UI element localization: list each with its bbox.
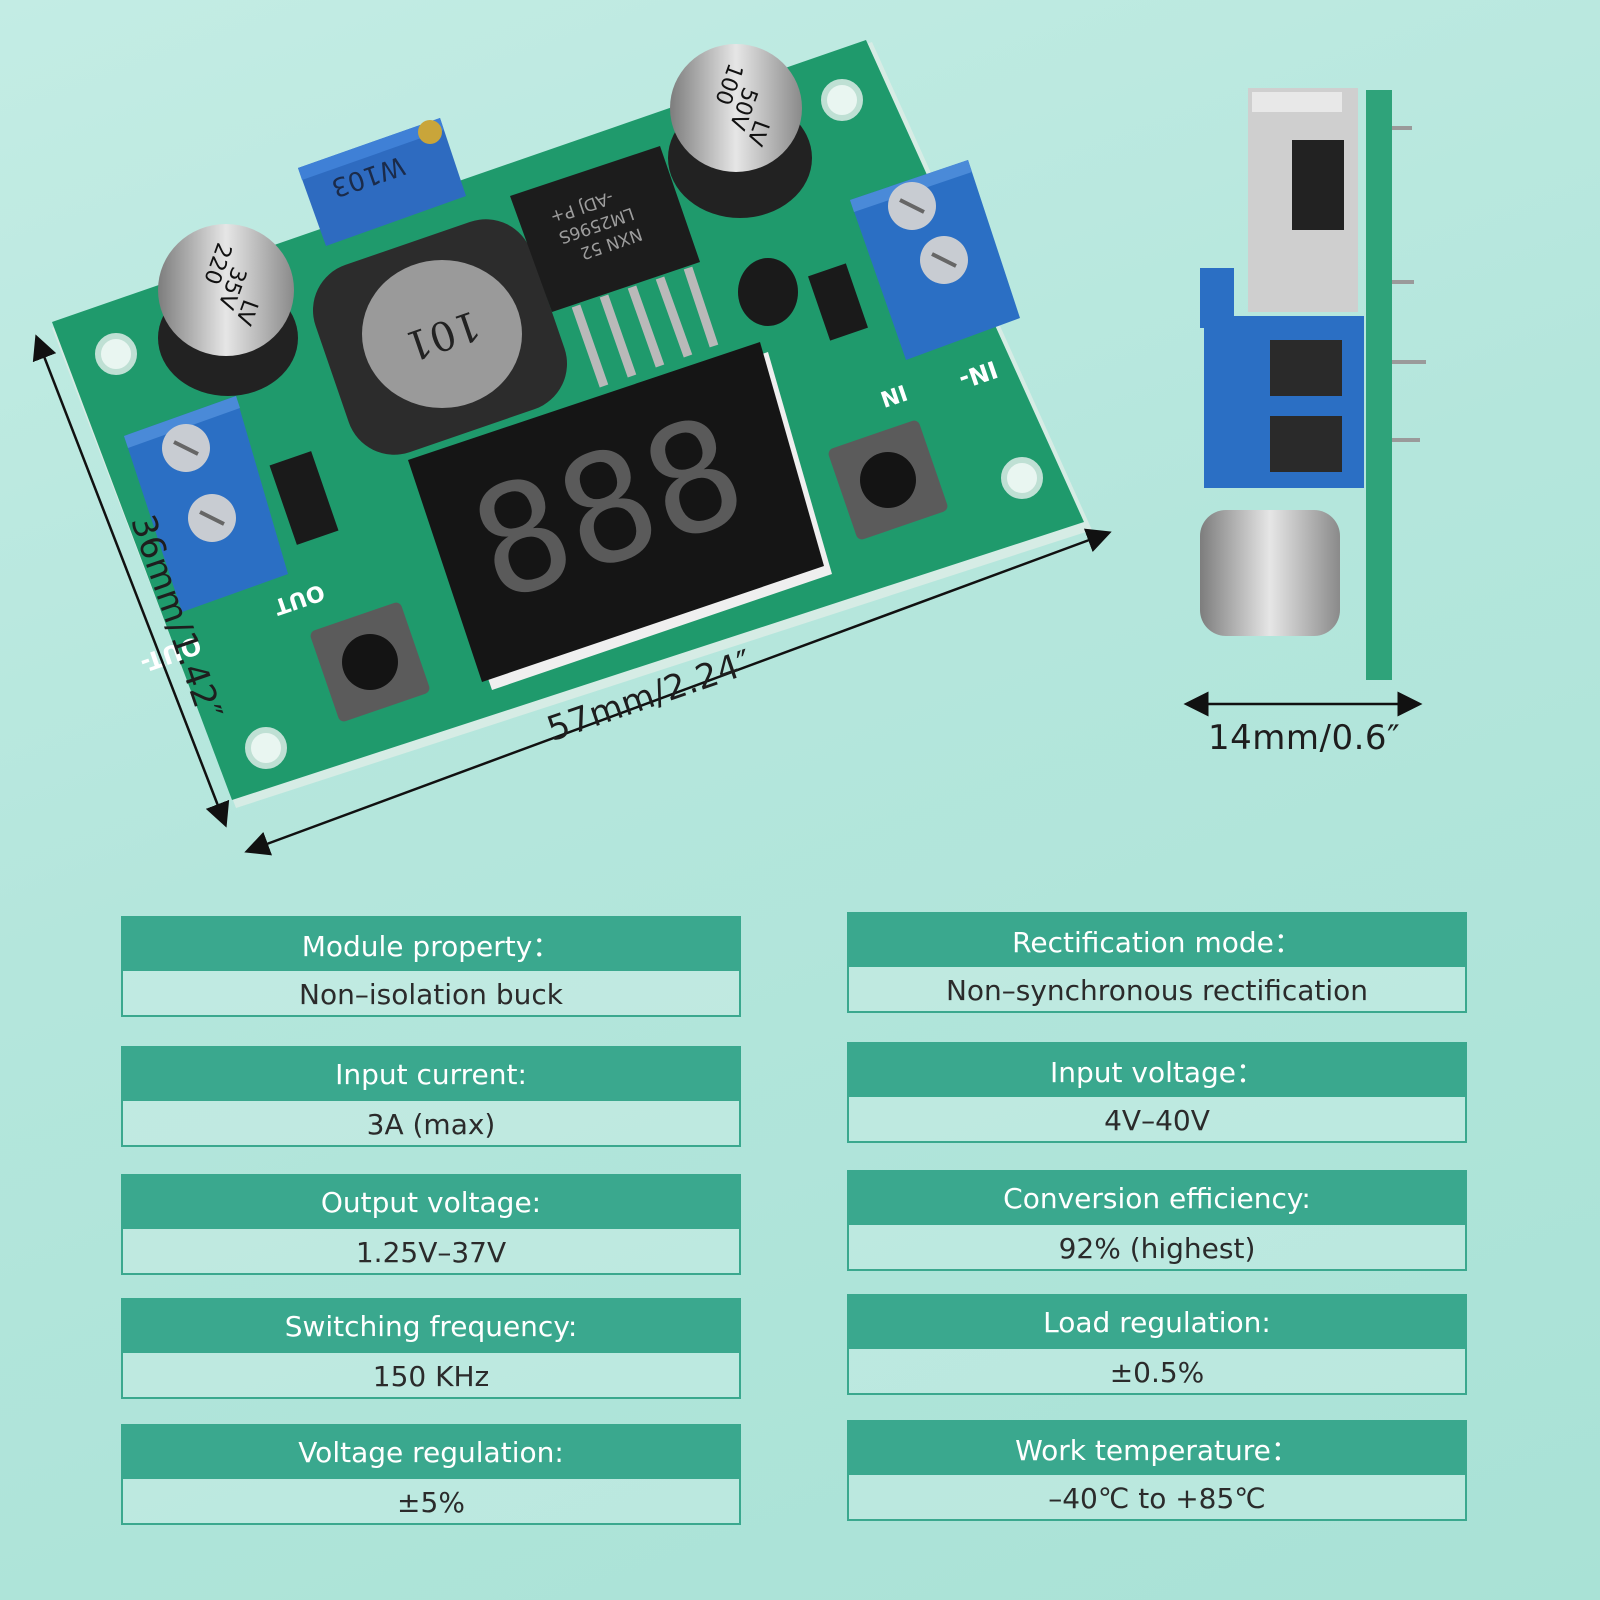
capacitor-left: LV 35V 220 xyxy=(158,224,298,396)
mount-hole xyxy=(821,79,863,121)
potentiometer: W103 xyxy=(298,118,466,246)
regulator-chip: NXN 52 LM2596S -ADJ P+ xyxy=(510,146,719,388)
spec-rectification-mode: Rectification mode： Non–synchronous rect… xyxy=(847,912,1467,1013)
side-view xyxy=(1200,88,1426,680)
spec-label: Work temperature： xyxy=(849,1422,1465,1475)
mount-hole xyxy=(1001,457,1043,499)
spec-conversion-efficiency: Conversion efficiency: 92% (highest) xyxy=(847,1170,1467,1271)
spec-work-temperature: Work temperature： –40℃ to +85℃ xyxy=(847,1420,1467,1521)
spec-value: 92% (highest) xyxy=(1058,1231,1256,1265)
spec-value: Non–isolation buck xyxy=(299,977,563,1011)
spec-value: –40℃ to +85℃ xyxy=(1048,1481,1266,1515)
spec-value: 3A (max) xyxy=(366,1107,496,1141)
diode-right xyxy=(808,263,868,341)
spec-module-property: Module property： Non–isolation buck xyxy=(121,916,741,1017)
spec-value: 4V–40V xyxy=(1104,1103,1210,1137)
spec-label: Input current: xyxy=(123,1048,739,1101)
spec-label: Input voltage： xyxy=(849,1044,1465,1097)
spec-label: Switching frequency: xyxy=(123,1300,739,1353)
terminal-block-in xyxy=(850,160,1020,360)
product-illustration: 101 W103 LV 35V 220 LV xyxy=(32,40,1426,856)
spec-switching-frequency: Switching frequency: 150 KHz xyxy=(121,1298,741,1399)
spec-label: Voltage regulation: xyxy=(123,1426,739,1479)
spec-value: 150 KHz xyxy=(372,1359,490,1393)
spec-value: ±0.5% xyxy=(1109,1355,1205,1389)
spec-input-current: Input current: 3A (max) xyxy=(121,1046,741,1147)
board-drawing: 101 W103 LV 35V 220 LV xyxy=(32,40,1426,856)
mount-hole xyxy=(245,727,287,769)
diode-left xyxy=(269,451,339,545)
spec-load-regulation: Load regulation: ±0.5% xyxy=(847,1294,1467,1395)
transistor xyxy=(738,258,798,326)
spec-output-voltage: Output voltage: 1.25V–37V xyxy=(121,1174,741,1275)
spec-label: Rectification mode： xyxy=(849,914,1465,967)
spec-value: ±5% xyxy=(397,1485,465,1519)
dimension-arrows xyxy=(32,334,1423,856)
button-right xyxy=(828,420,948,540)
capacitor-top: LV 50V 100 xyxy=(668,44,812,218)
spec-voltage-regulation: Voltage regulation: ±5% xyxy=(121,1424,741,1525)
dimension-depth-label: 14mm/0.6″ xyxy=(1208,718,1401,758)
spec-label: Conversion efficiency: xyxy=(849,1172,1465,1225)
spec-value: 1.25V–37V xyxy=(355,1235,507,1269)
spec-label: Module property： xyxy=(123,918,739,971)
spec-label: Output voltage: xyxy=(123,1176,739,1229)
spec-label: Load regulation: xyxy=(849,1296,1465,1349)
inductor: 101 xyxy=(312,219,568,455)
mount-hole xyxy=(95,333,137,375)
spec-value: Non–synchronous rectification xyxy=(945,973,1369,1007)
spec-input-voltage: Input voltage： 4V–40V xyxy=(847,1042,1467,1143)
